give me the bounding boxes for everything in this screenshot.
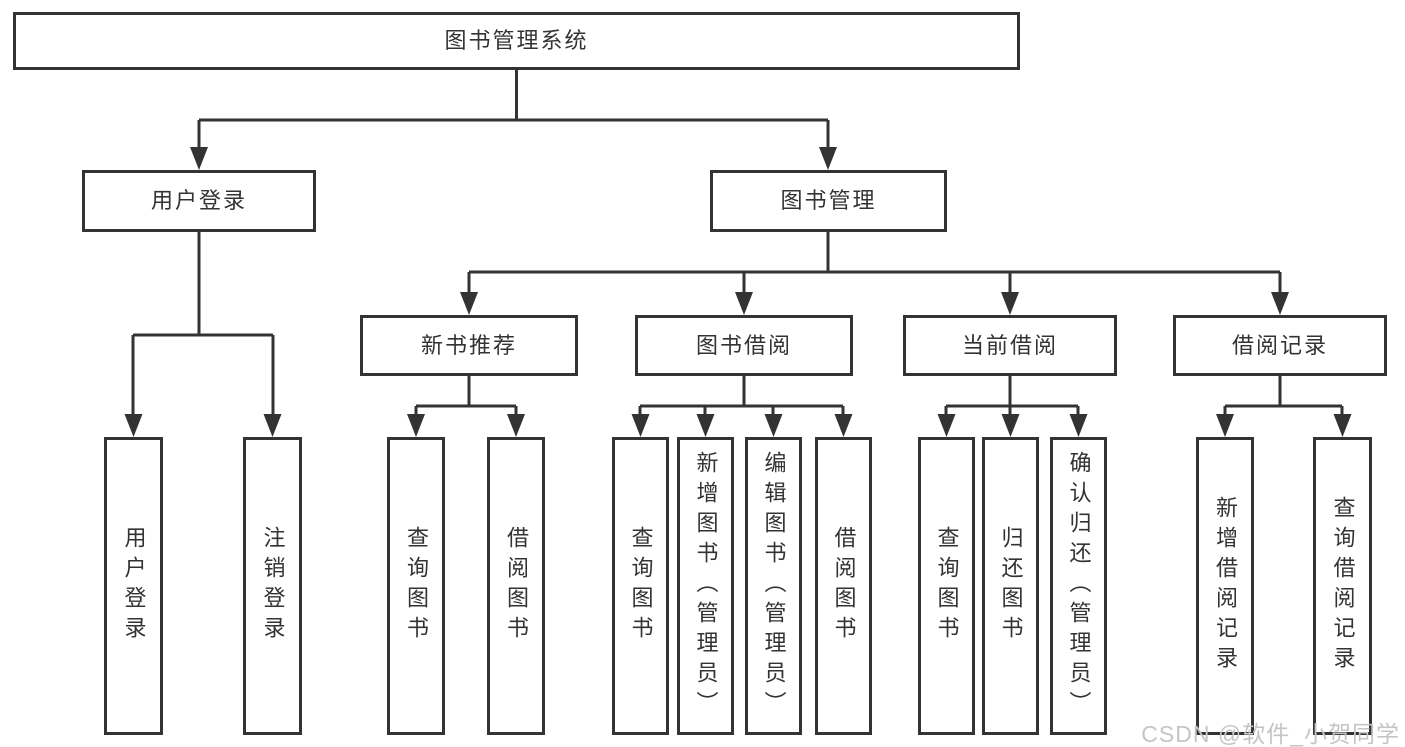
node-leaf-borrow-edit-books: 编辑图书（管理员） — [745, 437, 802, 735]
arrowhead-down — [1001, 292, 1019, 315]
arrowhead-down — [819, 147, 837, 170]
arrowhead-down — [764, 414, 783, 437]
arrowhead-down — [834, 414, 853, 437]
arrowhead-down — [1216, 414, 1234, 437]
node-leaf-borrow-add-books: 新增图书（管理员） — [677, 437, 734, 735]
node-leaf-current-query-books: 查询图书 — [918, 437, 975, 735]
node-new-book-recommend: 新书推荐 — [360, 315, 578, 376]
node-current-borrow: 当前借阅 — [903, 315, 1117, 376]
node-leaf-recommend-borrow-books: 借阅图书 — [487, 437, 545, 735]
arrowhead-down — [696, 414, 715, 437]
arrowhead-down — [1001, 414, 1020, 437]
connector-book-management-children — [467, 232, 1282, 297]
node-leaf-records-query-record: 查询借阅记录 — [1313, 437, 1372, 735]
node-leaf-current-return-books: 归还图书 — [982, 437, 1039, 735]
connector-user-login-children — [131, 232, 275, 419]
node-book-management: 图书管理 — [710, 170, 947, 232]
arrowhead-down — [1069, 414, 1088, 437]
connector-borrow-records-children — [1223, 376, 1344, 419]
connector-book-borrow-children — [638, 376, 845, 419]
arrowhead-down — [1271, 292, 1289, 315]
arrowhead-down — [1333, 414, 1352, 437]
arrowhead-down — [631, 414, 650, 437]
node-leaf-logout: 注销登录 — [243, 437, 302, 735]
node-book-borrow: 图书借阅 — [635, 315, 853, 376]
node-user-login: 用户登录 — [82, 170, 316, 232]
node-leaf-records-add-record: 新增借阅记录 — [1196, 437, 1254, 735]
node-borrow-records: 借阅记录 — [1173, 315, 1387, 376]
connector-root-to-level2 — [197, 70, 830, 150]
arrowhead-down — [263, 414, 282, 437]
node-leaf-borrow-borrow-books: 借阅图书 — [815, 437, 872, 735]
arrowhead-down — [735, 292, 753, 315]
arrowhead-down — [937, 414, 956, 437]
arrowhead-down — [460, 292, 478, 315]
node-library-management-system: 图书管理系统 — [13, 12, 1020, 70]
csdn-watermark: CSDN @软件_小贺同学 — [1141, 721, 1400, 747]
node-leaf-borrow-query-books: 查询图书 — [612, 437, 669, 735]
node-leaf-user-login: 用户登录 — [104, 437, 163, 735]
arrowhead-down — [507, 414, 525, 437]
node-leaf-recommend-query-books: 查询图书 — [387, 437, 445, 735]
connector-current-borrow-children — [944, 376, 1080, 419]
connector-new-book-recommend-children — [414, 376, 518, 419]
arrowhead-down — [124, 414, 143, 437]
arrowhead-down — [407, 414, 425, 437]
arrowhead-down — [190, 147, 208, 170]
node-leaf-current-confirm-return: 确认归还（管理员） — [1050, 437, 1107, 735]
